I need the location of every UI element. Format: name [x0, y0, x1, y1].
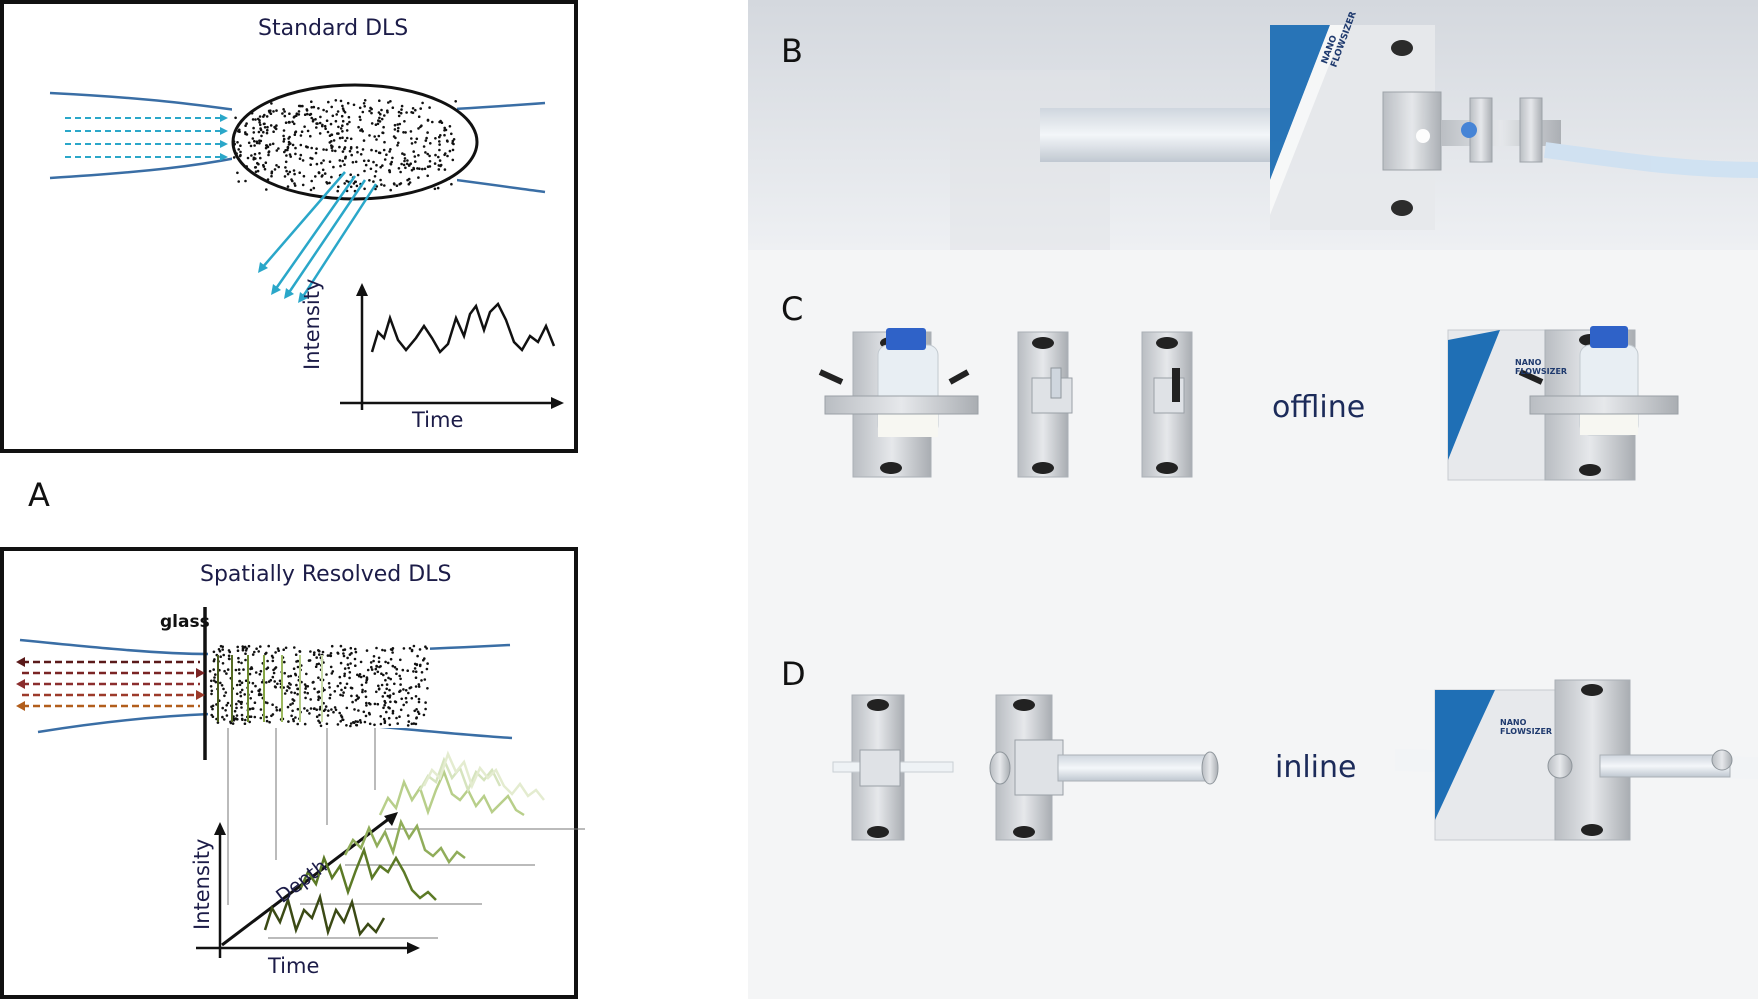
standard-dls-panel	[0, 0, 578, 453]
panel-c-holder-cuvette	[1017, 331, 1073, 478]
spatial-dls-panel	[0, 547, 578, 999]
brand-c: NANO FLOWSIZER	[1515, 358, 1568, 376]
panel-letter-c: C	[781, 290, 804, 328]
panel-letter-d: D	[781, 655, 806, 693]
panel-d-full-device	[1394, 679, 1758, 841]
panel-c-full-device	[1447, 326, 1679, 481]
offline-label: offline	[1272, 390, 1366, 425]
standard-dls-title: Standard DLS	[258, 16, 409, 41]
panel-letter-a: A	[28, 476, 50, 514]
spatial-dls-title: Spatially Resolved DLS	[200, 562, 452, 587]
panel-c-holder-capillary	[1141, 331, 1193, 478]
inline-label: inline	[1275, 750, 1357, 785]
brand-d: NANO FLOWSIZER	[1500, 718, 1553, 736]
panel-c-holder-bottle	[818, 328, 979, 478]
panel-d-holder-tube	[989, 694, 1219, 841]
panel-d-holder-flowcell	[832, 694, 954, 841]
panel-letter-b: B	[781, 32, 803, 70]
spatial-x-axis-label: Time	[268, 954, 320, 978]
panel-b-device	[950, 25, 1758, 250]
glass-label: glass	[160, 612, 210, 632]
standard-x-axis-label: Time	[412, 408, 464, 432]
